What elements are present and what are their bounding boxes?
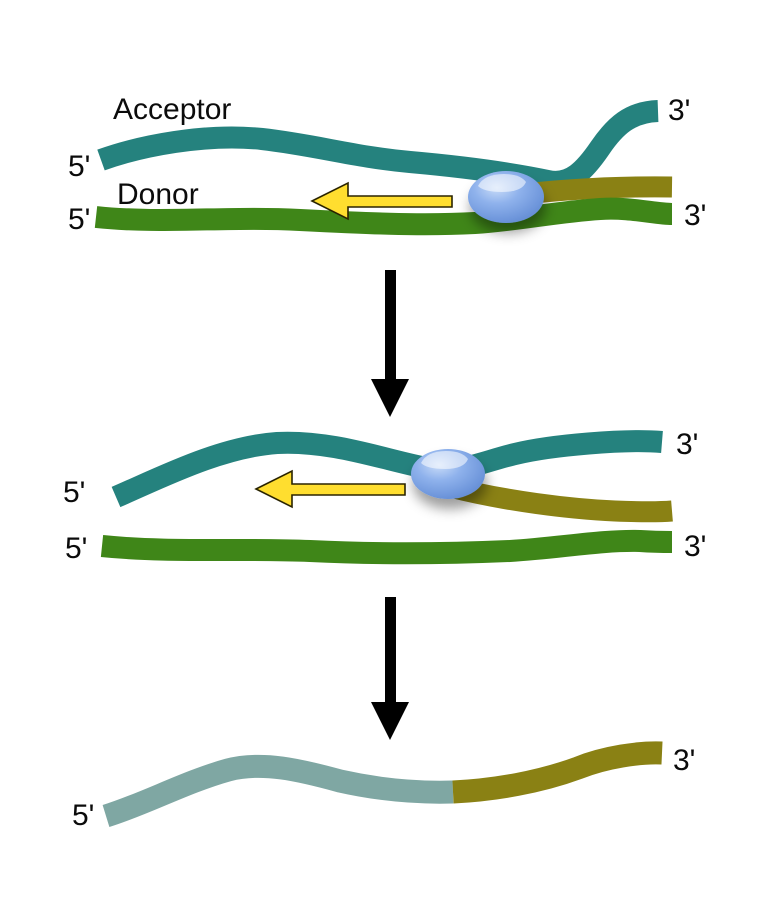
donor-3prime-label-panel2: 3'	[684, 530, 706, 563]
polymerase-highlight-panel1	[478, 174, 526, 192]
acceptor-5prime-label-panel2: 5'	[63, 476, 85, 509]
acceptor-label: Acceptor	[113, 93, 231, 126]
donor-label: Donor	[117, 178, 199, 211]
donor-5prime-label-panel2: 5'	[65, 532, 87, 565]
donor-strand-panel2	[100, 529, 673, 565]
chimera-nascent-segment	[452, 741, 663, 804]
acceptor-strand-panel1	[97, 100, 659, 193]
donor-5prime-label-panel1: 5'	[68, 203, 90, 236]
step-down-arrow-1	[371, 270, 409, 417]
panel-2-template-switch: 5' 5' 3' 3'	[63, 428, 706, 565]
acceptor-3prime-label-panel2: 3'	[676, 428, 698, 461]
synthesis-direction-arrow-panel2	[254, 469, 406, 509]
synthesis-direction-arrow-panel1	[310, 181, 453, 221]
panel-1-initiation: Acceptor Donor 5' 5' 3' 3'	[68, 93, 706, 236]
chimera-5prime-label: 5'	[72, 799, 94, 832]
polymerase-highlight-panel2	[421, 451, 468, 469]
panel-3-recombinant-product: 5' 3'	[72, 741, 695, 832]
acceptor-3prime-label-panel1: 3'	[668, 94, 690, 127]
step-down-arrow-2	[371, 597, 409, 740]
chimera-3prime-label: 3'	[673, 744, 695, 777]
nascent-strand-panel2	[447, 476, 673, 523]
donor-3prime-label-panel1: 3'	[684, 199, 706, 232]
chimera-acceptor-segment	[102, 754, 454, 827]
acceptor-5prime-label-panel1: 5'	[68, 150, 90, 183]
donor-strand-panel1	[94, 197, 673, 236]
